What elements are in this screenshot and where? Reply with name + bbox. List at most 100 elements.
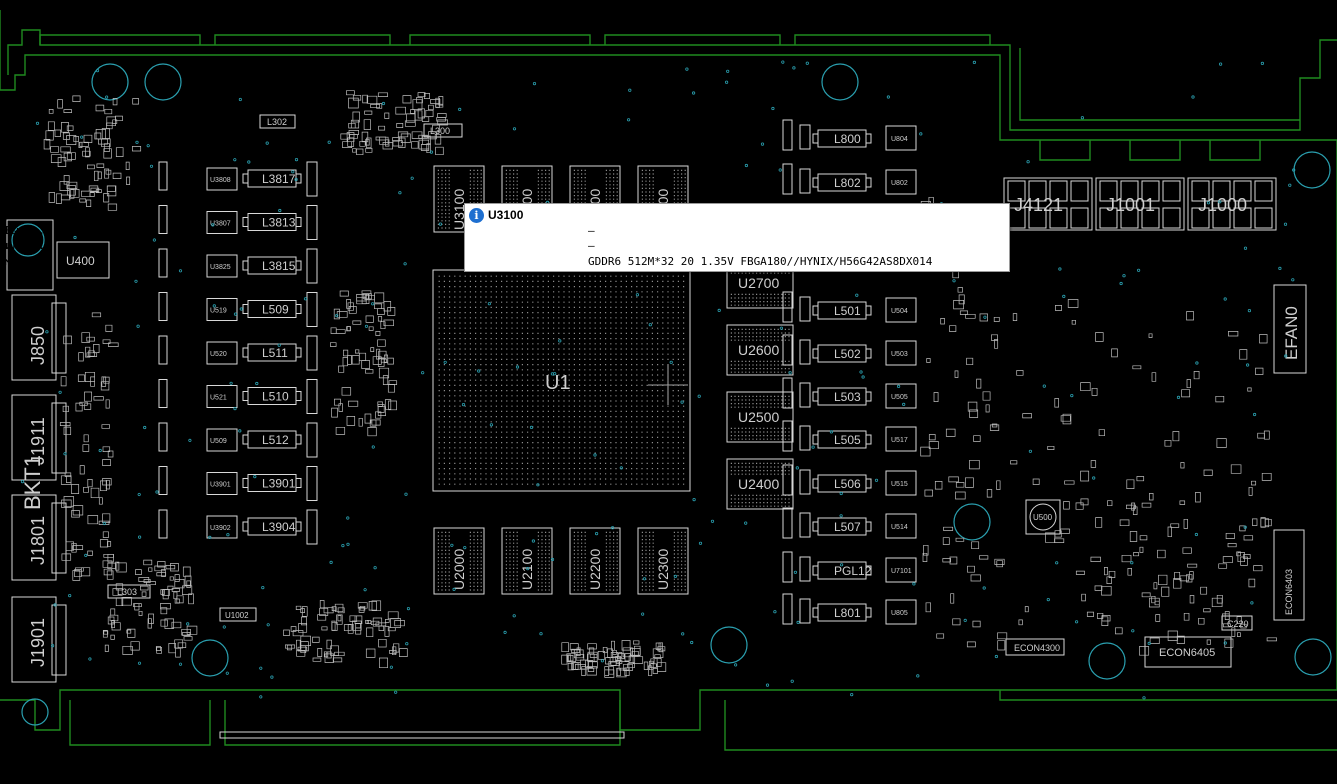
port-j1911[interactable]: J1911: [11, 394, 67, 481]
inductor-l506[interactable]: L506: [812, 474, 872, 493]
tooltip-title: U3100: [488, 208, 524, 222]
port-label-j1801: J1801: [28, 516, 48, 565]
memory-chip-u2000[interactable]: U2000: [433, 527, 485, 595]
memory-label-u2400: U2400: [738, 476, 779, 492]
inductor-label-l507: L507: [834, 520, 861, 534]
inductor-l3815[interactable]: L3815: [242, 256, 302, 275]
misc-components[interactable]: L302 L300 L303 U500 U1002 EFAN0 ECON4300…: [20, 114, 1307, 739]
ic-u3902[interactable]: U3902: [206, 515, 238, 539]
tooltip-key-signal: Сигнал:: [0, 239, 45, 252]
ic-u805[interactable]: U805: [885, 599, 917, 625]
ic-u521[interactable]: U521: [206, 385, 238, 408]
inductor-label-l505: L505: [834, 433, 861, 447]
gpu-u1[interactable]: U1: [432, 269, 691, 492]
port-j850[interactable]: J850: [11, 294, 67, 381]
inductor-l503[interactable]: L503: [812, 387, 872, 406]
memory-chip-u2100[interactable]: U2100: [501, 527, 553, 595]
tooltip-value-info: GDDR6 512M*32 20 1.35V FBGA180//HYNIX/H5…: [588, 255, 933, 268]
ic-label-u3807: U3807: [210, 221, 231, 228]
ic-u802[interactable]: U802: [885, 169, 917, 195]
inductor-label-l509: L509: [262, 303, 289, 317]
connector-label-j1000: J1000: [1198, 195, 1247, 215]
ic-u505[interactable]: U505: [885, 383, 917, 409]
inductor-label-l3813: L3813: [262, 216, 296, 230]
connector-j1000[interactable]: J1000: [1187, 177, 1277, 231]
ic-u3901[interactable]: U3901: [206, 472, 238, 495]
connector-j1001[interactable]: J1001: [1095, 177, 1185, 231]
ic-label-u802: U802: [891, 180, 908, 187]
inductor-pgl12[interactable]: PGL12: [812, 561, 872, 580]
ic-u514[interactable]: U514: [885, 513, 917, 539]
inductor-l801[interactable]: L801: [812, 603, 872, 622]
inductor-l505[interactable]: L505: [812, 430, 872, 449]
ic-label-u504: U504: [891, 308, 908, 315]
inductor-l509[interactable]: L509: [242, 300, 302, 318]
inductor-l507[interactable]: L507: [812, 517, 872, 536]
top-right-connectors[interactable]: J4121 J1001 J1000: [1003, 177, 1277, 231]
ic-u7101[interactable]: U7101: [885, 557, 917, 583]
tooltip-value-signal: —: [588, 239, 595, 252]
inductor-label-l802: L802: [834, 176, 861, 190]
ic-u3807[interactable]: U3807: [206, 211, 238, 234]
ic-u503[interactable]: U503: [885, 340, 917, 366]
component-info-tooltip: i U3100 Вывод: — Сигнал: — Информация: G…: [0, 203, 1010, 272]
memory-label-u2700: U2700: [738, 275, 779, 291]
memory-chip-u2500[interactable]: U2500: [726, 391, 794, 443]
memory-chip-u2600[interactable]: U2600: [726, 324, 794, 376]
port-label-j850: J850: [28, 326, 48, 365]
ic-label-u515: U515: [891, 481, 908, 488]
port-j1801[interactable]: J1801: [11, 494, 67, 581]
ic-label-u517: U517: [891, 437, 908, 444]
inductor-l3904[interactable]: L3904: [242, 517, 302, 536]
inductor-l501[interactable]: L501: [812, 301, 872, 320]
inductor-l511[interactable]: L511: [242, 343, 302, 362]
info-icon: i: [469, 207, 484, 223]
memory-bottom-row[interactable]: U2000 U2100 U2200 U2300: [433, 527, 689, 595]
tooltip-key-info: Информация:: [0, 255, 45, 268]
memory-chip-u2400[interactable]: U2400: [726, 458, 794, 510]
ic-u519[interactable]: U519: [206, 298, 238, 321]
label-c220: C220: [1227, 619, 1249, 629]
memory-label-u3100: U3100: [451, 189, 467, 230]
inductor-l512[interactable]: L512: [242, 430, 302, 449]
ic-u504[interactable]: U504: [885, 297, 917, 323]
memory-chip-u2300[interactable]: U2300: [637, 527, 689, 595]
memory-chip-u3100[interactable]: U3100: [433, 165, 485, 233]
ic-u3808[interactable]: U3808: [206, 167, 238, 191]
memory-label-u2500: U2500: [738, 409, 779, 425]
inductor-l802[interactable]: L802: [812, 173, 872, 192]
inductor-l510[interactable]: L510: [242, 387, 302, 405]
memory-label-u2300: U2300: [655, 549, 671, 590]
memory-label-u2600: U2600: [738, 342, 779, 358]
ic-u3825[interactable]: U3825: [206, 254, 238, 278]
inductor-label-l3817: L3817: [262, 172, 296, 186]
ic-u517[interactable]: U517: [885, 426, 917, 452]
ic-label-u520: U520: [210, 351, 227, 358]
memory-chip-u2200[interactable]: U2200: [569, 527, 621, 595]
inductor-l800[interactable]: L800: [812, 129, 872, 148]
inductor-label-l503: L503: [834, 390, 861, 404]
connector-j4121[interactable]: J4121: [1003, 177, 1093, 231]
ic-u515[interactable]: U515: [885, 470, 917, 496]
ic-u509[interactable]: U509: [206, 428, 238, 452]
ic-label-u805: U805: [891, 610, 908, 617]
inductor-l502[interactable]: L502: [812, 344, 872, 363]
inductor-l3901[interactable]: L3901: [242, 474, 302, 492]
connector-label-j1001: J1001: [1106, 195, 1155, 215]
port-j1901[interactable]: J1901: [11, 596, 67, 683]
port-label-j1901: J1901: [28, 618, 48, 667]
label-l300: L300: [430, 126, 450, 136]
mounting-holes: [11, 63, 1332, 726]
ic-u520[interactable]: U520: [206, 341, 238, 365]
ic-label-u519: U519: [210, 308, 227, 315]
ic-u804[interactable]: U804: [885, 125, 917, 151]
inductor-label-pgl12: PGL12: [834, 564, 872, 578]
ic-label-u3902: U3902: [210, 525, 231, 532]
inductor-l3813[interactable]: L3813: [242, 213, 302, 231]
ic-label-u509: U509: [210, 438, 227, 445]
